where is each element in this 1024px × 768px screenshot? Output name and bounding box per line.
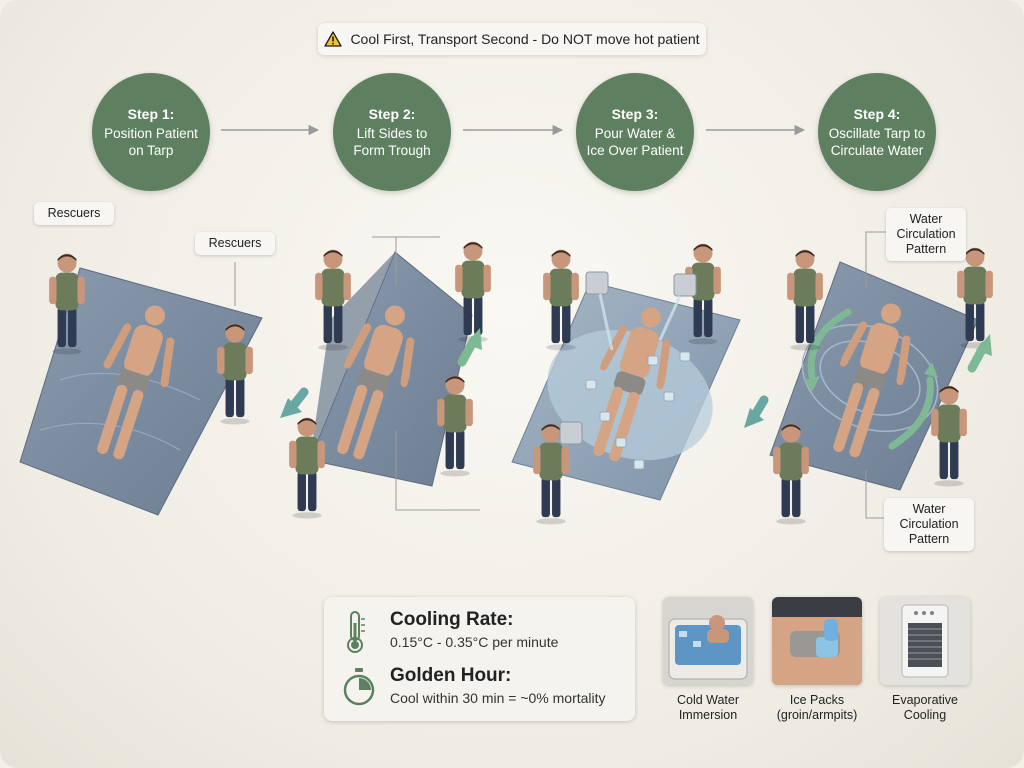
thermometer-icon <box>347 611 365 653</box>
step-text: Oscillate Tarp to Circulate Water <box>828 125 926 158</box>
warning-text: Cool First, Transport Second - Do NOT mo… <box>350 31 700 47</box>
rescuers-label: Rescuers <box>195 232 275 255</box>
tub-icon <box>663 597 753 685</box>
step-title: Step 1: <box>127 105 175 122</box>
water-circulation-label: Water Circulation Pattern <box>886 208 966 261</box>
alt-method-ice-packs: Ice Packs (groin/armpits) <box>772 597 862 723</box>
metrics-panel: Cooling Rate: 0.15°C - 0.35°C per minute… <box>324 597 635 721</box>
cooling-rate-value: 0.15°C - 0.35°C per minute <box>390 634 559 650</box>
scene-1-position-patient <box>19 253 263 516</box>
bucket-icon <box>585 271 609 295</box>
cooling-rate-title: Cooling Rate: <box>390 609 514 630</box>
step-title: Step 4: <box>853 105 901 122</box>
alt-thumbnail <box>663 597 753 685</box>
step-title: Step 3: <box>611 105 659 122</box>
circulation-arrow <box>888 376 934 450</box>
alt-thumbnail <box>880 597 970 685</box>
step-text: Lift Sides to Form Trough <box>353 125 431 158</box>
golden-hour-block: Golden Hour: Cool within 30 min = ~0% mo… <box>390 665 606 706</box>
step-text: Position Patient on Tarp <box>104 125 198 158</box>
step-circle-1: Step 1: Position Patient on Tarp <box>92 73 210 191</box>
cooling-rate-block: Cooling Rate: 0.15°C - 0.35°C per minute <box>390 609 558 650</box>
step-circle-2: Step 2: Lift Sides to Form Trough <box>333 73 451 191</box>
alt-method-cold-water: Cold Water Immersion <box>663 597 753 723</box>
step-title: Step 2: <box>368 105 416 122</box>
water-circulation-label: Water Circulation Pattern <box>884 498 974 551</box>
alt-label: Evaporative Cooling <box>891 693 958 722</box>
warning-banner: Cool First, Transport Second - Do NOT mo… <box>318 23 706 55</box>
golden-hour-title: Golden Hour: <box>390 665 512 686</box>
circulation-arrow <box>807 308 852 380</box>
bucket-icon <box>559 421 583 445</box>
scene-4-oscillate-tarp <box>744 231 993 525</box>
step-circle-4: Step 4: Oscillate Tarp to Circulate Wate… <box>818 73 936 191</box>
alt-label: Ice Packs (groin/armpits) <box>776 693 858 722</box>
alt-label: Cold Water Immersion <box>676 693 740 722</box>
step-text: Pour Water & Ice Over Patient <box>586 125 684 158</box>
scene-3-pour-water <box>511 243 741 525</box>
golden-hour-value: Cool within 30 min = ~0% mortality <box>390 690 606 706</box>
alt-method-evaporative: Evaporative Cooling <box>880 597 970 723</box>
fan-icon <box>880 597 970 685</box>
ice-pack-icon <box>772 597 862 685</box>
scene-2-form-trough <box>280 236 491 519</box>
step-circle-3: Step 3: Pour Water & Ice Over Patient <box>576 73 694 191</box>
bucket-icon <box>673 273 697 297</box>
warning-icon <box>324 31 343 47</box>
alt-thumbnail <box>772 597 862 685</box>
stopwatch-icon <box>343 668 375 706</box>
rescuers-label: Rescuers <box>34 202 114 225</box>
